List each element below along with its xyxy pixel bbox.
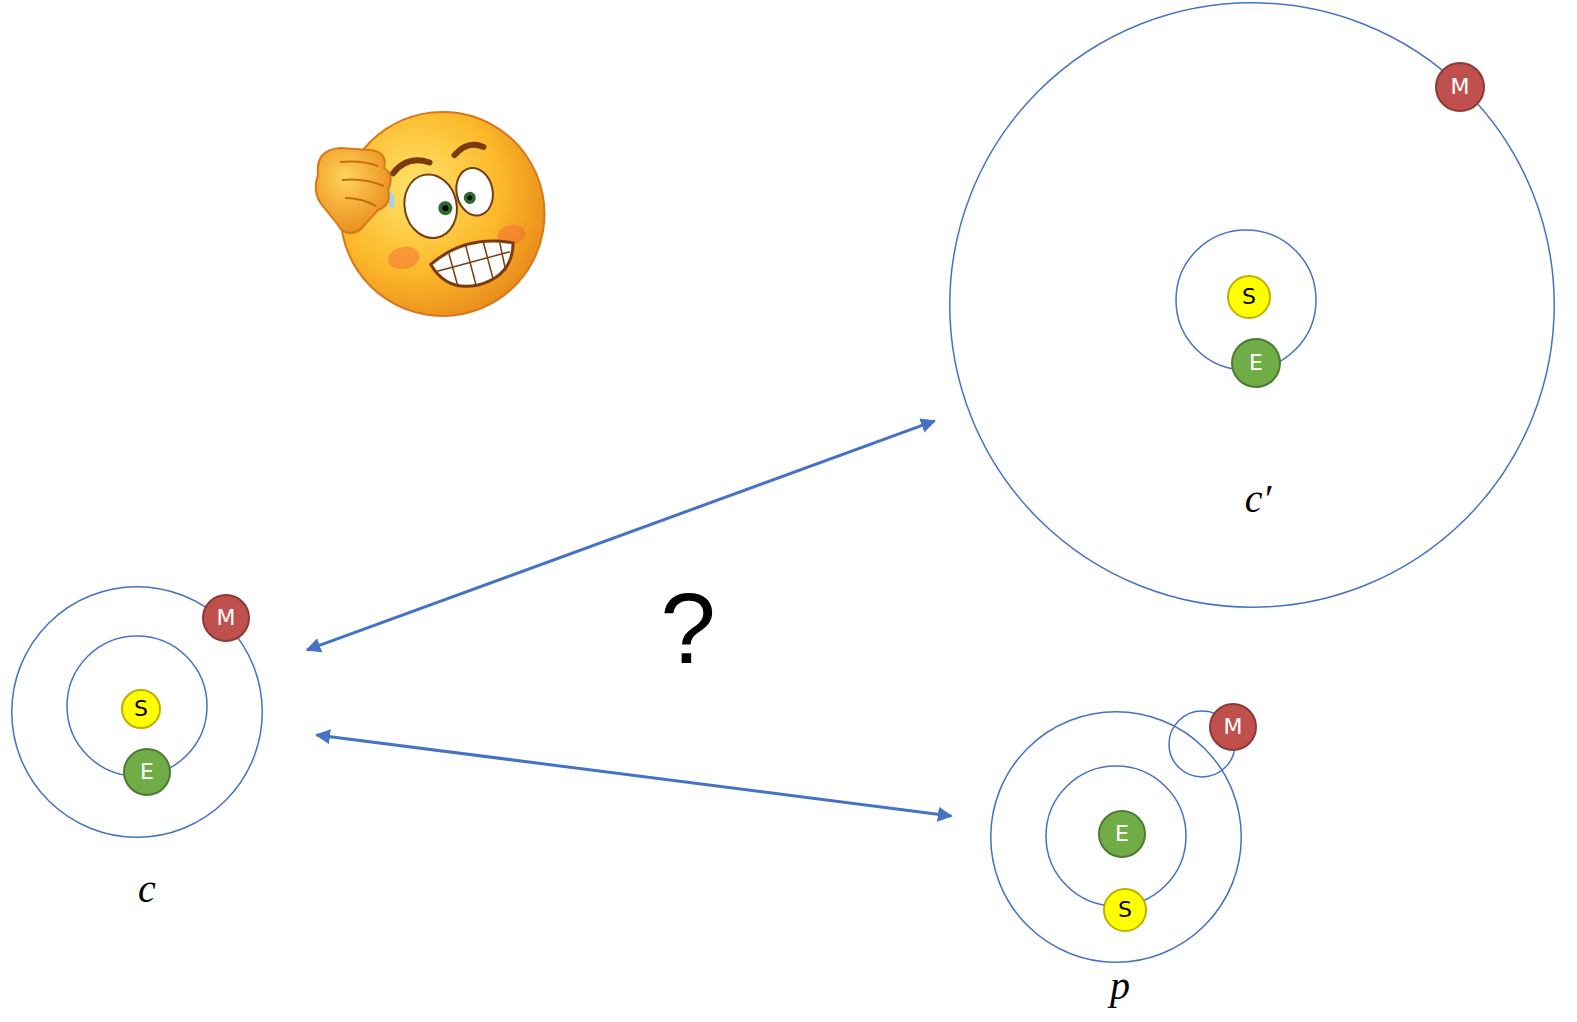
body-letter: E <box>1098 810 1146 858</box>
orbit-system: pESM <box>990 711 1242 963</box>
earth-body: E <box>123 748 171 796</box>
node-circle <box>1210 704 1256 750</box>
orbit-system: cSEM <box>11 586 263 838</box>
question-mark: ? <box>660 571 716 686</box>
body-letter: M <box>1209 703 1257 751</box>
node-circle <box>1228 276 1270 318</box>
sun-body: S <box>121 689 161 729</box>
body-letter: S <box>1103 888 1147 932</box>
body-letter: S <box>121 689 161 729</box>
node-circle <box>122 690 160 728</box>
body-letter: E <box>123 748 171 796</box>
sun-body: S <box>1227 275 1271 319</box>
earth-body: E <box>1231 338 1281 388</box>
transition-arrow <box>317 735 952 816</box>
inner-orbit <box>1046 766 1186 906</box>
node-circle <box>950 3 1555 608</box>
scratching-hand <box>316 148 391 233</box>
node-circle <box>1436 63 1484 111</box>
node-circle <box>12 587 263 838</box>
node-circle <box>1232 339 1280 387</box>
node-circle <box>203 595 249 641</box>
sun-body: S <box>1103 888 1147 932</box>
configuration-label: c′ <box>1245 475 1272 522</box>
body-letter: S <box>1227 275 1271 319</box>
node-circle <box>124 749 170 795</box>
moon-body: M <box>1435 62 1485 112</box>
node-circle <box>1104 889 1146 931</box>
body-letter: M <box>202 594 250 642</box>
moon-body: M <box>202 594 250 642</box>
transition-arrow <box>307 421 934 650</box>
configuration-label: p <box>1110 962 1130 1009</box>
orbit-system: c′ SE M <box>949 2 1555 608</box>
node-circle <box>1099 811 1145 857</box>
configuration-label: c <box>138 865 156 912</box>
moon-body: M <box>1209 703 1257 751</box>
body-letter: M <box>1435 62 1485 112</box>
earth-body: E <box>1098 810 1146 858</box>
node-circle <box>991 712 1242 963</box>
body-letter: E <box>1231 338 1281 388</box>
